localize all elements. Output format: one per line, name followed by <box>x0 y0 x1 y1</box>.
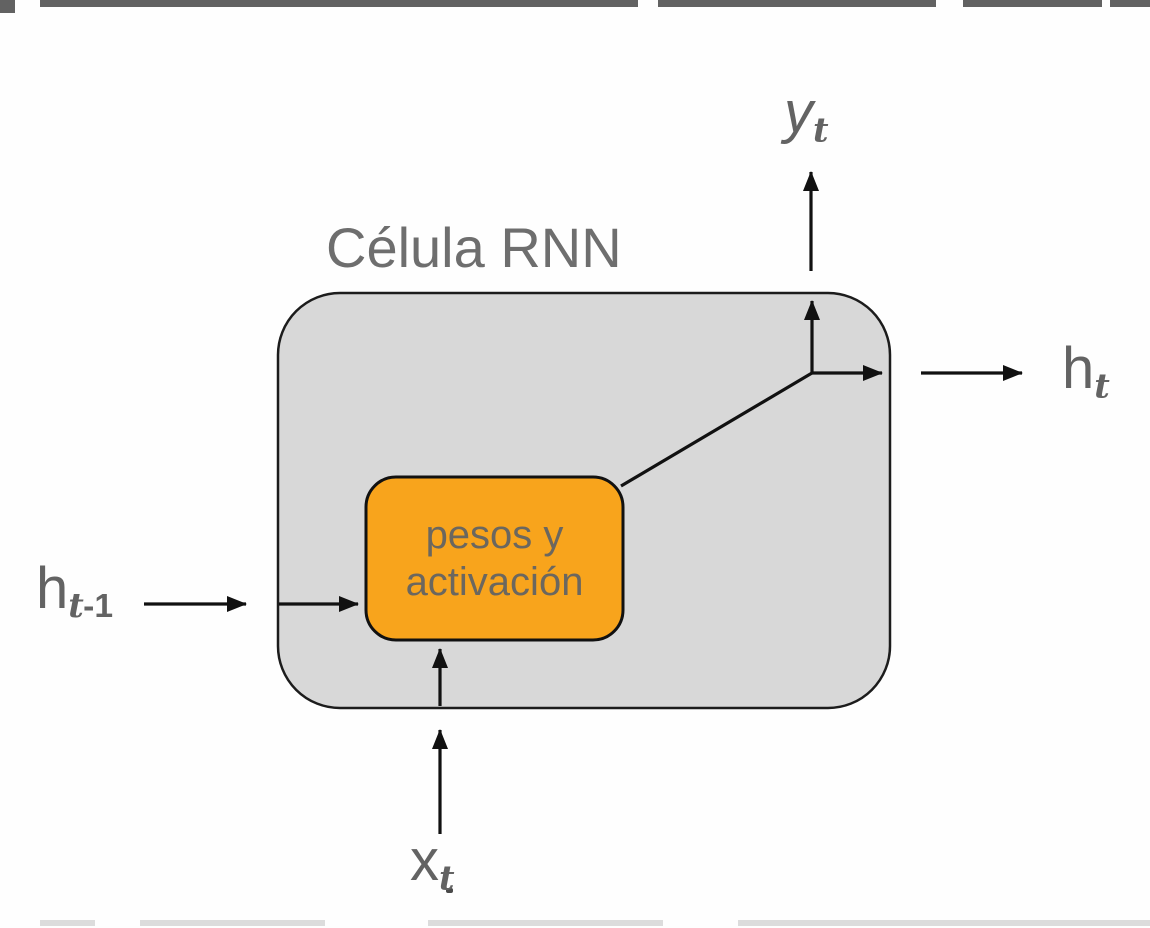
connector-weights-to-junction <box>620 371 813 488</box>
label-hidden-state: ht <box>1062 340 1110 406</box>
top-edge-artifact <box>963 0 1102 7</box>
label-prev-hidden-sub-t: t <box>68 585 84 626</box>
label-input-base: x <box>410 828 439 893</box>
weights-label-line1: pesos y <box>425 512 564 557</box>
label-prev-hidden-base: h <box>36 556 69 621</box>
label-input: xt <box>410 832 455 898</box>
bottom-edge-artifact <box>40 920 95 926</box>
label-hidden-base: h <box>1062 336 1095 401</box>
top-edge-artifact <box>0 0 15 13</box>
label-output-base: y <box>784 80 813 145</box>
weights-activation-label: pesos y activación <box>366 477 623 640</box>
bottom-edge-artifact <box>428 920 663 926</box>
label-prev-hidden-sub-minus-one: -1 <box>83 588 114 626</box>
bottom-edge-artifact <box>140 920 325 926</box>
weights-activation-box <box>364 475 625 642</box>
label-prev-hidden-state: ht-1 <box>36 560 113 624</box>
weights-label-line2: activación <box>405 559 584 604</box>
label-hidden-sub: t <box>1094 365 1110 406</box>
diagram-title: Célula RNN <box>326 216 622 279</box>
top-edge-artifact <box>658 0 936 7</box>
bottom-edge-artifact <box>738 920 1150 926</box>
label-output: yt <box>784 84 829 150</box>
top-edge-artifact <box>40 0 638 7</box>
label-input-sub: t <box>439 857 455 898</box>
label-output-sub: t <box>813 109 829 150</box>
top-edge-artifact <box>1110 0 1150 7</box>
speck-artifact <box>446 888 453 893</box>
